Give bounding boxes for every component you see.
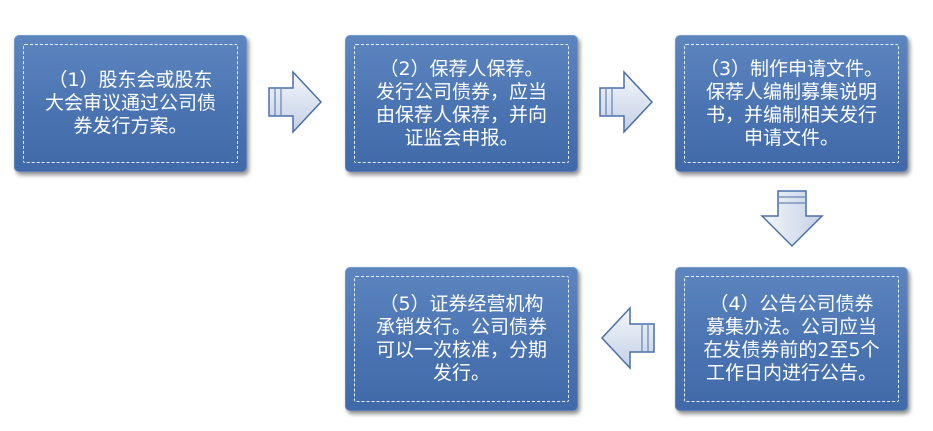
step-2-box: （2）保荐人保荐。 发行公司债券，应当 由保荐人保荐，并向 证监会申报。 [345,35,578,172]
step-1-box: （1）股东会或股东 大会审议通过公司债 券发行方案。 [14,35,247,172]
right-arrow-icon [268,70,323,134]
step-4-box: （4）公告公司债券 募集办法。公司应当 在发债券前的2至5个 工作日内进行公告。 [675,267,908,411]
step-3-box: （3）制作申请文件。 保荐人编制募集说明 书，并编制相关发行 申请文件。 [675,35,908,172]
step-5-box: （5）证券经营机构 承销发行。公司债券 可以一次核准，分期 发行。 [345,267,578,411]
step-4-text: （4）公告公司债券 募集办法。公司应当 在发债券前的2至5个 工作日内进行公告。 [703,293,880,384]
left-arrow-icon [600,306,655,370]
step-5-text: （5）证券经营机构 承销发行。公司债券 可以一次核准，分期 发行。 [375,293,547,384]
right-arrow-icon [599,70,654,134]
down-arrow-icon [760,190,824,248]
step-3-text: （3）制作申请文件。 保荐人编制募集说明 书，并编制相关发行 申请文件。 [699,57,884,149]
step-1-text: （1）股东会或股东 大会审议通过公司债 券发行方案。 [44,69,216,137]
step-2-text: （2）保荐人保荐。 发行公司债券，应当 由保荐人保荐，并向 证监会申报。 [375,57,547,149]
